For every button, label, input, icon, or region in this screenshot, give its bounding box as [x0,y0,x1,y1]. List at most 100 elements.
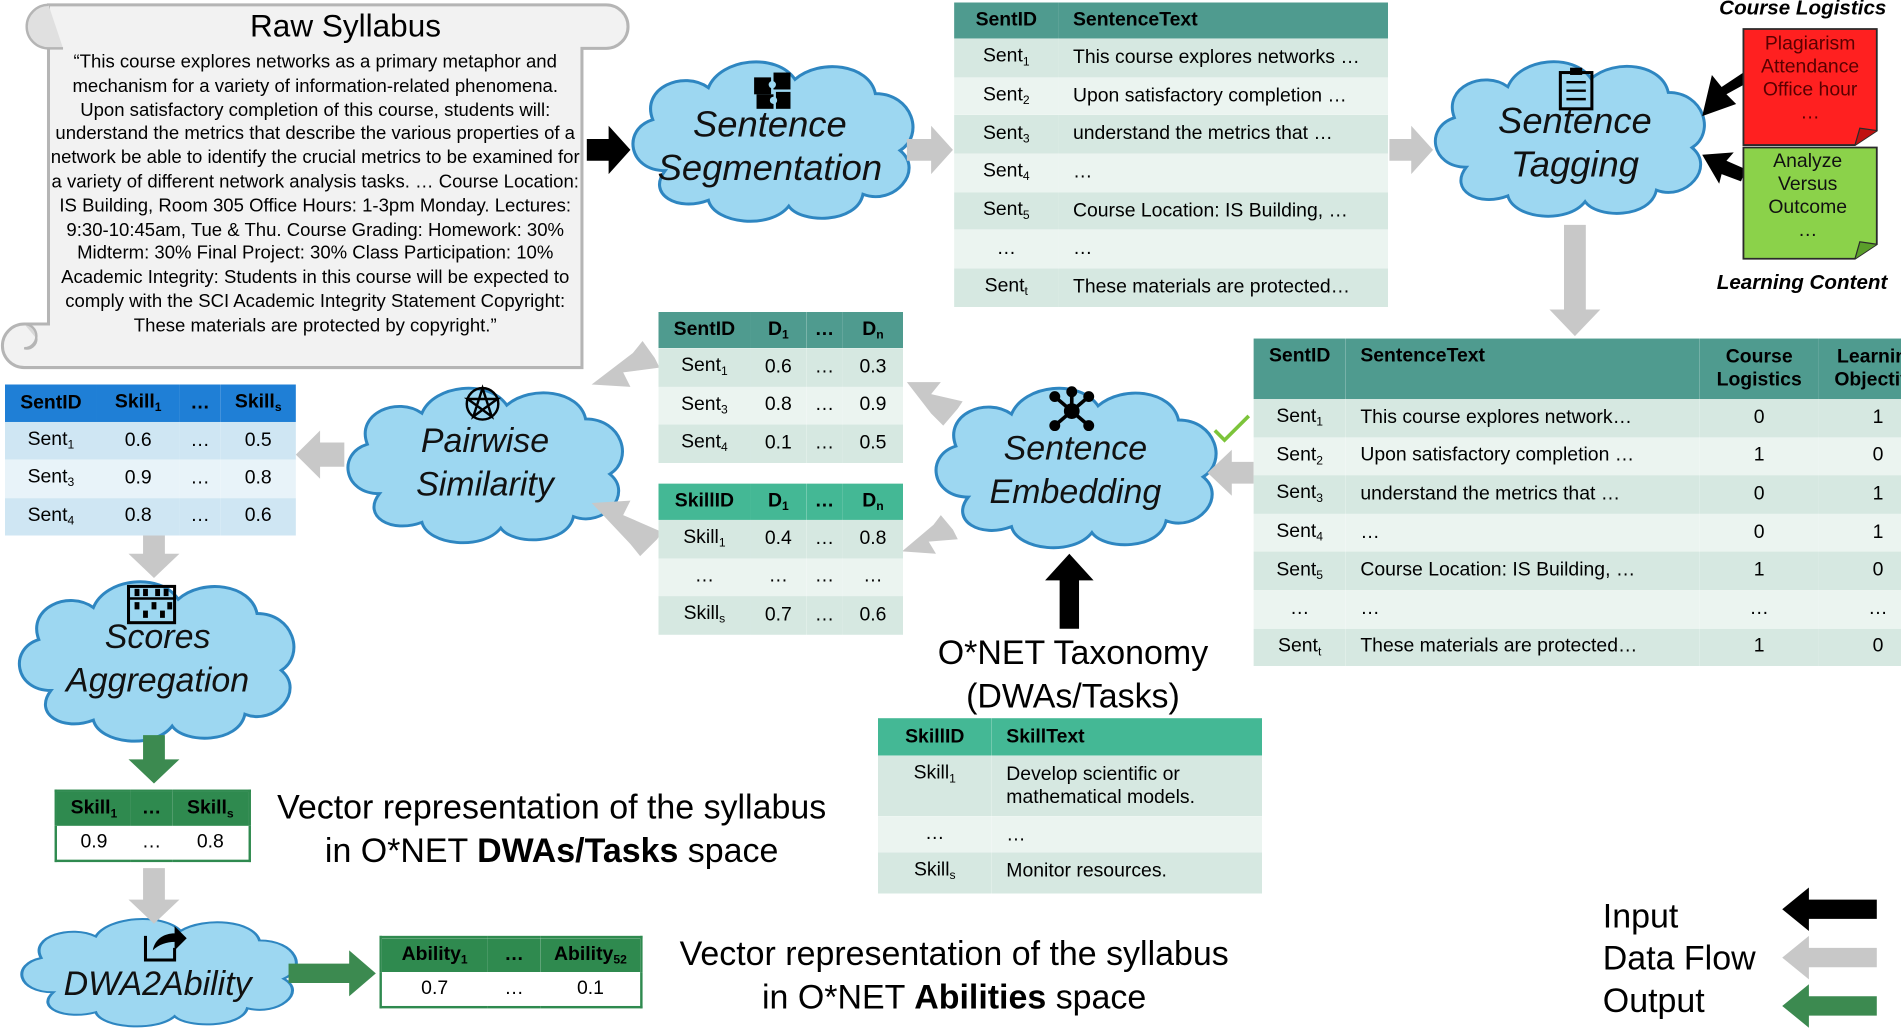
value-cell: 0.4 [750,519,807,558]
table-row: 0.7…0.1 [380,972,642,1008]
column-header: Skill1 [55,790,131,826]
abacus-icon [126,584,177,625]
column-header: Course Logistics [1699,338,1819,400]
value-cell: 1 [1818,475,1901,514]
id-cell: Sent1 [658,348,751,387]
logistics-note [1742,28,1878,146]
id-cell: Sent3 [4,459,97,498]
onet-caption: O*NET Taxonomy(DWAs/Tasks) [937,633,1209,715]
table-row: 0.9…0.8 [55,825,250,861]
ability-vector-caption: Vector representation of the syllabus in… [679,934,1229,1016]
id-cell: Sent5 [1253,551,1346,591]
value-cell: understand the metrics that … [1345,475,1700,514]
id-cell: Sent5 [954,191,1059,231]
value-cell: 0.5 [842,424,904,463]
value-cell: 0.7 [750,596,807,635]
value-cell: Develop scientific or mathematical model… [991,755,1263,817]
id-cell: Skill1 [877,755,992,817]
value-cell: 1 [1699,437,1819,476]
id-cell: Skill1 [658,519,751,558]
column-header: SentenceText [1058,2,1389,39]
value-cell: … [1699,590,1819,629]
column-header: … [487,937,541,973]
value-cell: 0.8 [842,519,904,558]
value-cell: … [806,519,843,558]
value-cell: This course explores networks … [1058,38,1389,78]
column-header: … [806,311,843,349]
column-header: D1 [750,311,807,349]
value-cell: … [806,596,843,635]
input-arrows [586,72,1749,629]
value-cell: 0.6 [96,421,180,460]
column-header: Skills [172,790,250,826]
column-header: SentID [4,384,97,422]
pentagram-icon [463,384,502,421]
id-cell: Sent4 [954,153,1059,192]
value-cell: 1 [1818,513,1901,552]
skill-vector-table: Skill1…Skills 0.9…0.8 [54,789,251,863]
value-cell: … [806,557,843,597]
value-cell: 0.1 [750,424,807,463]
syllabus-text: “This course explores networks as a prim… [50,51,580,336]
column-header: Ability52 [540,937,642,973]
learning-content-label: Learning Content [1716,270,1888,294]
table-row: …… [954,230,1389,269]
id-cell: Sent3 [954,115,1059,154]
column-header: SentenceText [1345,338,1700,400]
value-cell: 0.6 [842,596,904,635]
value-cell: 0 [1699,513,1819,552]
column-header: Skills [220,384,296,422]
value-cell: … [179,497,221,536]
id-cell: Sent1 [4,421,97,460]
value-cell: … [1058,230,1389,269]
value-cell: … [806,348,843,387]
column-header: Learning Objective [1818,338,1901,400]
value-cell: Course Location: IS Building, … [1058,191,1389,231]
value-cell: … [806,386,843,425]
value-cell: 0 [1699,399,1819,438]
syllabus-title: Raw Syllabus [250,7,442,44]
puzzle-icon [754,72,791,109]
id-cell: Sent1 [1253,399,1346,438]
syllabus-scroll [0,3,630,370]
column-header: Dn [842,483,904,520]
value-cell: This course explores network… [1345,399,1700,438]
value-cell: 0 [1699,475,1819,514]
id-cell: … [658,557,751,597]
column-header: Skill1 [96,384,180,422]
id-cell: Sent1 [954,38,1059,78]
value-cell: … [1818,590,1901,629]
data-flow-arrows [128,125,1601,924]
id-cell: Sent3 [658,386,751,425]
value-cell: 0.5 [220,421,296,460]
value-cell: These materials are protected… [1345,628,1700,667]
id-cell: Sent4 [658,424,751,463]
value-cell: 0.8 [750,386,807,425]
id-cell: Sent2 [954,77,1059,116]
value-cell: … [487,972,541,1008]
value-cell: … [1345,513,1700,552]
legend-input: Input [1602,897,1679,935]
value-cell: 0.6 [750,348,807,387]
legend-arrows [1782,887,1877,1028]
id-cell: Sent4 [1253,513,1346,552]
column-header: Dn [842,311,904,349]
value-cell: 0 [1818,551,1901,591]
id-cell: Sent2 [1253,437,1346,476]
